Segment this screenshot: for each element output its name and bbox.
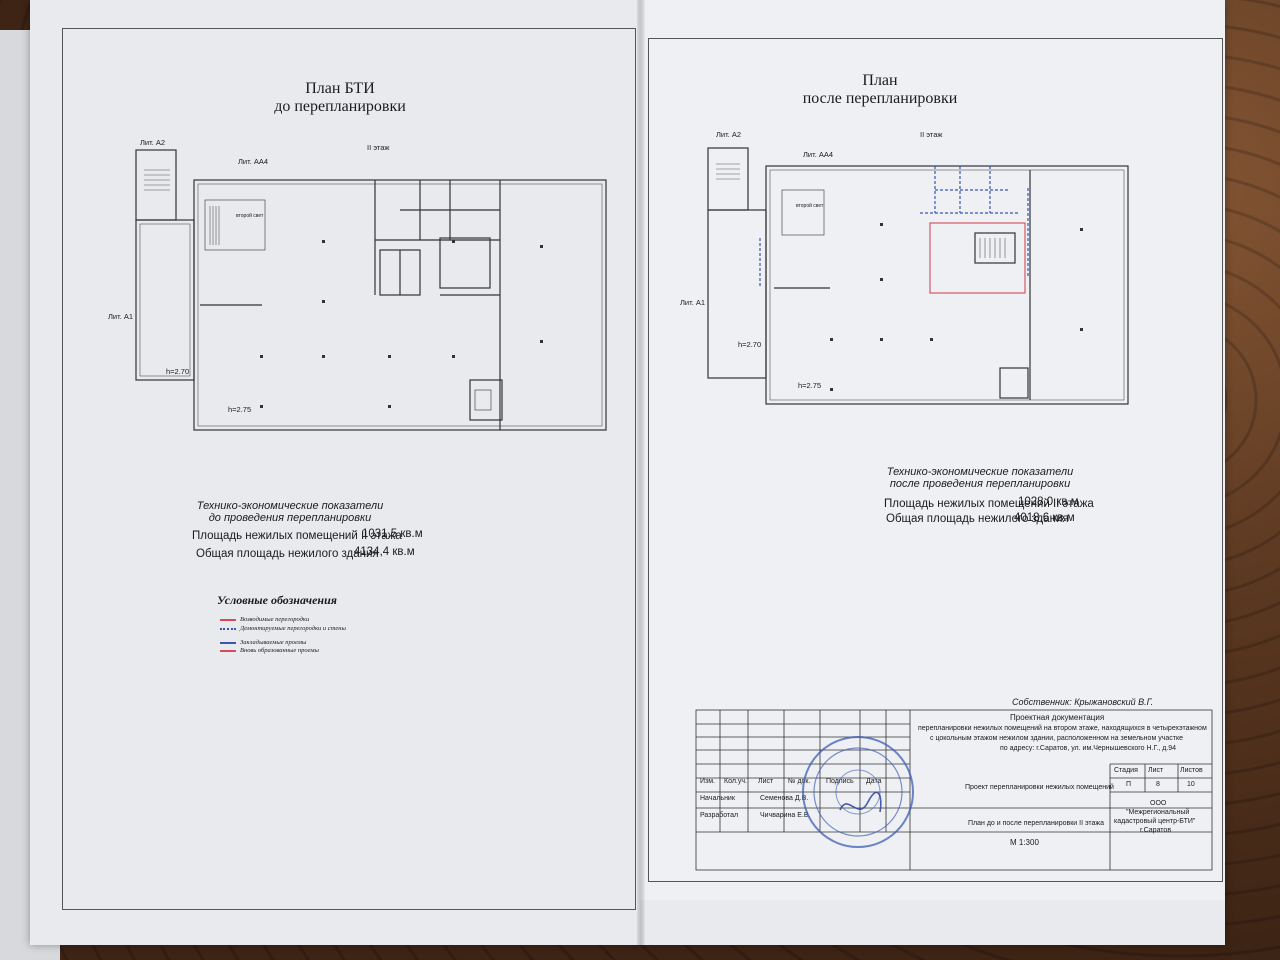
legend-item-new-openings: Вновь образованные проемы <box>220 647 319 654</box>
list-value: 8 <box>1156 781 1160 788</box>
list-header: Лист <box>1148 767 1164 774</box>
right-main-body <box>765 165 1129 405</box>
left-main-body <box>193 179 607 431</box>
indicators-after-row1-value: 1028,0 кв.м <box>1018 496 1079 508</box>
right-new-partitions <box>929 222 1026 294</box>
project-line3: с цокольным этажом нежилом здании, распо… <box>930 735 1183 742</box>
legend-item-label: Закладываемые проемы <box>240 639 307 646</box>
indicators-after-row2-value: 4018,6 кв.м <box>1014 512 1075 524</box>
indicators-after-head-line2: после проведения перепланировки <box>889 478 1071 490</box>
org-line3: кадастровый центр-БТИ" <box>1114 818 1196 825</box>
right-plan-title-line1: План <box>862 72 898 89</box>
legend-item-label: Возводимые перегородки <box>240 616 310 623</box>
project-name: Проект перепланировки нежилых помещений <box>965 784 1114 791</box>
right-lit-a2: Лит. А2 <box>716 130 742 139</box>
right-lit-a1: Лит. А1 <box>680 298 706 307</box>
project-line2: перепланировки нежилых помещений на втор… <box>918 725 1207 732</box>
legend-item-label: Вновь образованные проемы <box>240 647 319 654</box>
indicators-after-row1-label: Площадь нежилых помещений II этажа <box>884 498 1094 510</box>
col-date: Дата <box>866 778 882 785</box>
right-lit-aa4: Лит. АА4 <box>803 150 834 159</box>
role-1: Начальник <box>700 795 735 802</box>
right-second-light <box>781 189 825 236</box>
left-height-2: h=2.75 <box>228 405 252 414</box>
stage-header: Стадия <box>1114 767 1138 774</box>
right-second-light-label: второй свет <box>796 203 824 209</box>
legend-item-label: Демонтируемые перегородки и стены <box>240 625 346 632</box>
lists-value: 10 <box>1187 781 1195 788</box>
left-plan-title: План БТИ до перепланировки <box>250 80 430 116</box>
left-plan-title-line2: до перепланировки <box>274 98 406 115</box>
legend-item-demolished: Демонтируемые перегородки и стены <box>220 625 346 632</box>
indicators-after-head-line1: Технико-экономические показатели <box>886 466 1074 478</box>
name-2: Чичварина Е.В. <box>760 812 811 819</box>
indicators-before-row1-value: 1031.5 кв.м <box>362 528 423 540</box>
left-wing-a1 <box>135 219 195 381</box>
legend-swatch-blue-dotted <box>220 627 236 630</box>
role-2: Разработал <box>700 812 739 819</box>
legend-item-new-partitions: Возводимые перегородки <box>220 616 309 623</box>
indicators-before-head-line2: до проведения перепланировки <box>208 512 372 524</box>
project-line1: Проектная документация <box>1010 713 1105 722</box>
right-plan-title: План после перепланировки <box>790 72 970 108</box>
paper-fold <box>637 0 645 945</box>
right-wing-a1 <box>707 209 767 379</box>
left-lit-a1: Лит. А1 <box>108 312 134 321</box>
indicators-before-row2-value: 4134,4 кв.м <box>354 546 415 558</box>
name-1: Семенова Д.В. <box>760 795 809 802</box>
legend-swatch-red-2 <box>220 649 236 652</box>
right-plan-title-line2: после перепланировки <box>802 90 958 107</box>
legend-swatch-red <box>220 618 236 621</box>
right-stair-core <box>974 232 1016 264</box>
col-izm: Изм. <box>700 778 715 785</box>
left-lit-a2: Лит. А2 <box>140 138 166 147</box>
legend-swatch-blue <box>220 641 236 644</box>
left-floor-label: II этаж <box>367 143 390 152</box>
indicators-before-row1-label: Площадь нежилых помещений II этажа <box>192 530 402 542</box>
round-seal-stamp <box>802 736 914 848</box>
col-sign: Подпись <box>826 778 854 785</box>
left-lift-block <box>469 379 503 421</box>
owner-label: Собственник: Крыжановский В.Г. <box>1012 697 1154 707</box>
drawing-frame-right <box>648 38 1223 882</box>
indicators-after-heading: Технико-экономические показатели после п… <box>880 466 1080 490</box>
left-second-light <box>204 199 266 251</box>
right-lift-block <box>999 367 1029 399</box>
sheet-name: План до и после перепланировки II этажа <box>968 820 1104 827</box>
title-block-grid <box>695 709 1213 871</box>
col-kol: Кол.уч. <box>724 778 747 785</box>
org-line2: "Межрегиональный <box>1126 809 1190 816</box>
indicators-before-heading: Технико-экономические показатели до пров… <box>190 500 390 524</box>
left-lit-aa4: Лит. АА4 <box>238 157 269 166</box>
scale-label: М 1:300 <box>1010 838 1039 847</box>
org-line1: ООО <box>1150 800 1167 807</box>
lists-header: Листов <box>1180 767 1203 774</box>
drawing-frame-left <box>62 28 636 910</box>
org-line4: г.Саратов <box>1140 827 1172 834</box>
indicators-before-head-line1: Технико-экономические показатели <box>196 500 384 512</box>
project-line4: по адресу: г.Саратов, ул. им.Чернышевско… <box>1000 745 1177 752</box>
left-plan-title-line1: План БТИ <box>305 80 375 97</box>
stage-value: П <box>1126 781 1132 788</box>
legend-title: Условные обозначения <box>217 593 337 607</box>
col-list: Лист <box>758 778 774 785</box>
legend-item-filled-openings: Закладываемые проемы <box>220 639 306 646</box>
left-second-light-label: второй свет <box>236 213 264 219</box>
right-floor-plan <box>707 147 1129 405</box>
indicators-after-row2-label: Общая площадь нежилого здания <box>886 513 1069 525</box>
right-height-1: h=2.70 <box>738 340 762 349</box>
left-stair-core <box>439 237 491 289</box>
indicators-before-row2-label: Общая площадь нежилого здания <box>196 548 379 560</box>
left-floor-plan <box>135 149 607 431</box>
right-height-2: h=2.75 <box>798 381 822 390</box>
left-height-1: h=2.70 <box>166 367 190 376</box>
col-doc: № док. <box>788 778 811 785</box>
right-floor-label: II этаж <box>920 130 943 139</box>
right-demolished-partitions <box>759 166 1029 288</box>
